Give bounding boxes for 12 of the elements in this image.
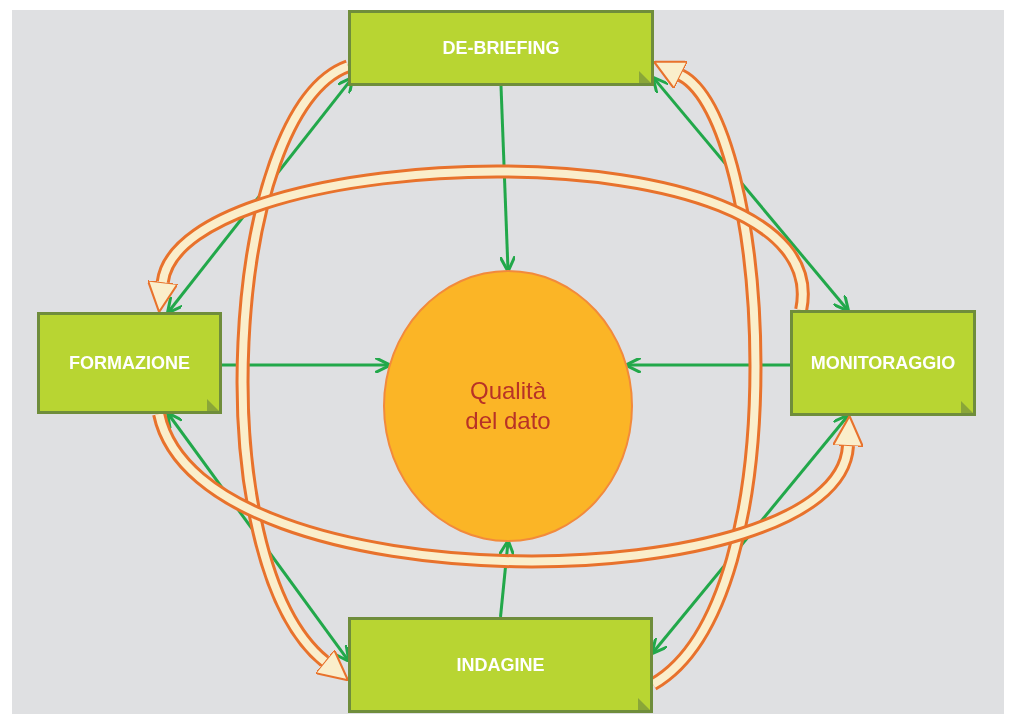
arrow: [498, 85, 517, 273]
box-label: DE-BRIEFING: [442, 37, 560, 59]
block-arrow: [147, 164, 809, 311]
process-box: [348, 617, 653, 713]
box-label: FORMAZIONE: [69, 352, 190, 374]
process-box: [348, 10, 654, 86]
ellipse-label: Qualità del dato: [464, 376, 552, 436]
box-label: MONITORAGGIO: [810, 352, 956, 374]
arrow: [497, 539, 516, 618]
process-box: [37, 312, 222, 414]
process-box: [790, 310, 976, 416]
box-label: INDAGINE: [456, 654, 545, 676]
